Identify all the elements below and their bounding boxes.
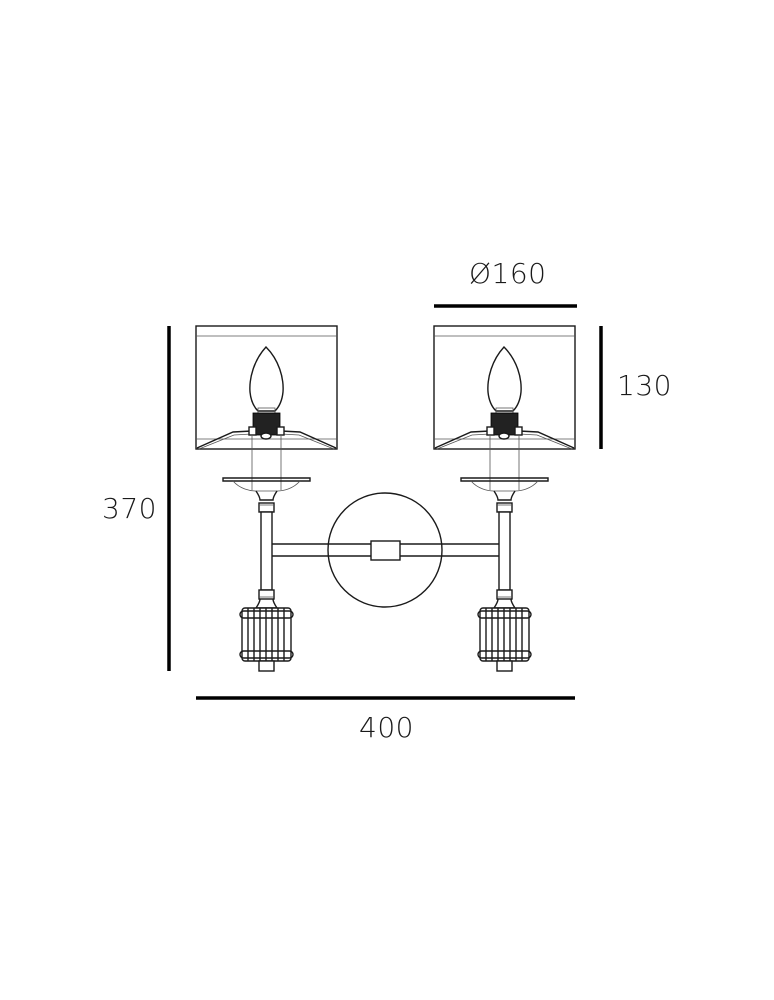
right-bulb [487,345,522,412]
right-lamp-arm [433,325,576,672]
left-socket [252,412,281,436]
right-crystal-drop [477,607,532,672]
shade-diameter-label: Ø160 [469,257,547,290]
shade-height-label: 130 [617,369,672,402]
left-lamp-arm [195,325,338,672]
wall-mount [272,492,499,608]
center-connector [370,540,401,561]
left-bulb [249,345,284,412]
right-socket [490,412,519,436]
right-shade [433,325,576,450]
wall-plate [327,492,443,608]
total-height-label: 370 [102,492,157,525]
left-shade [195,325,338,450]
left-crystal-drop [239,607,294,672]
total-width-label: 400 [359,711,414,744]
